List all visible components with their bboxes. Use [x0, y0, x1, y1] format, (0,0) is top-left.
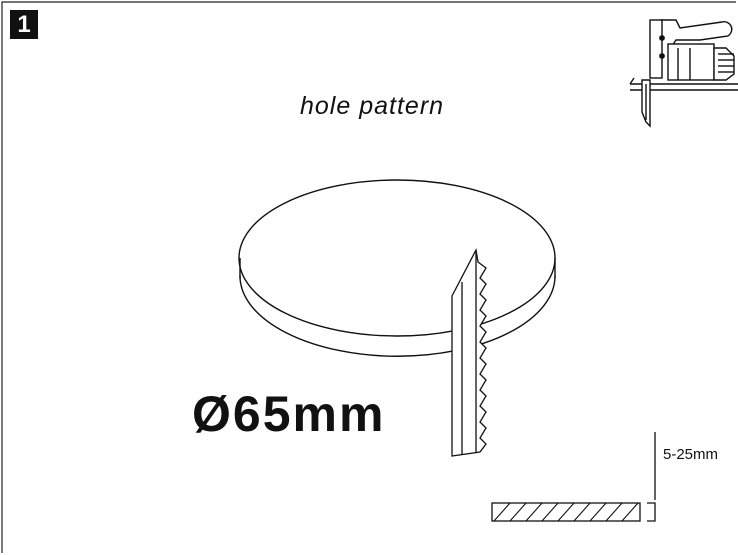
hatched-material: [491, 502, 641, 522]
circular-workpiece: [238, 179, 556, 357]
saw-blade: [451, 247, 487, 457]
jigsaw-icon: [629, 19, 738, 128]
step-number-badge: 1: [10, 10, 38, 39]
depth-bracket: [647, 432, 656, 522]
diameter-label: Ø65mm: [192, 386, 386, 442]
depth-range-label: 5-25mm: [663, 446, 719, 463]
page-title: hole pattern: [300, 92, 445, 120]
